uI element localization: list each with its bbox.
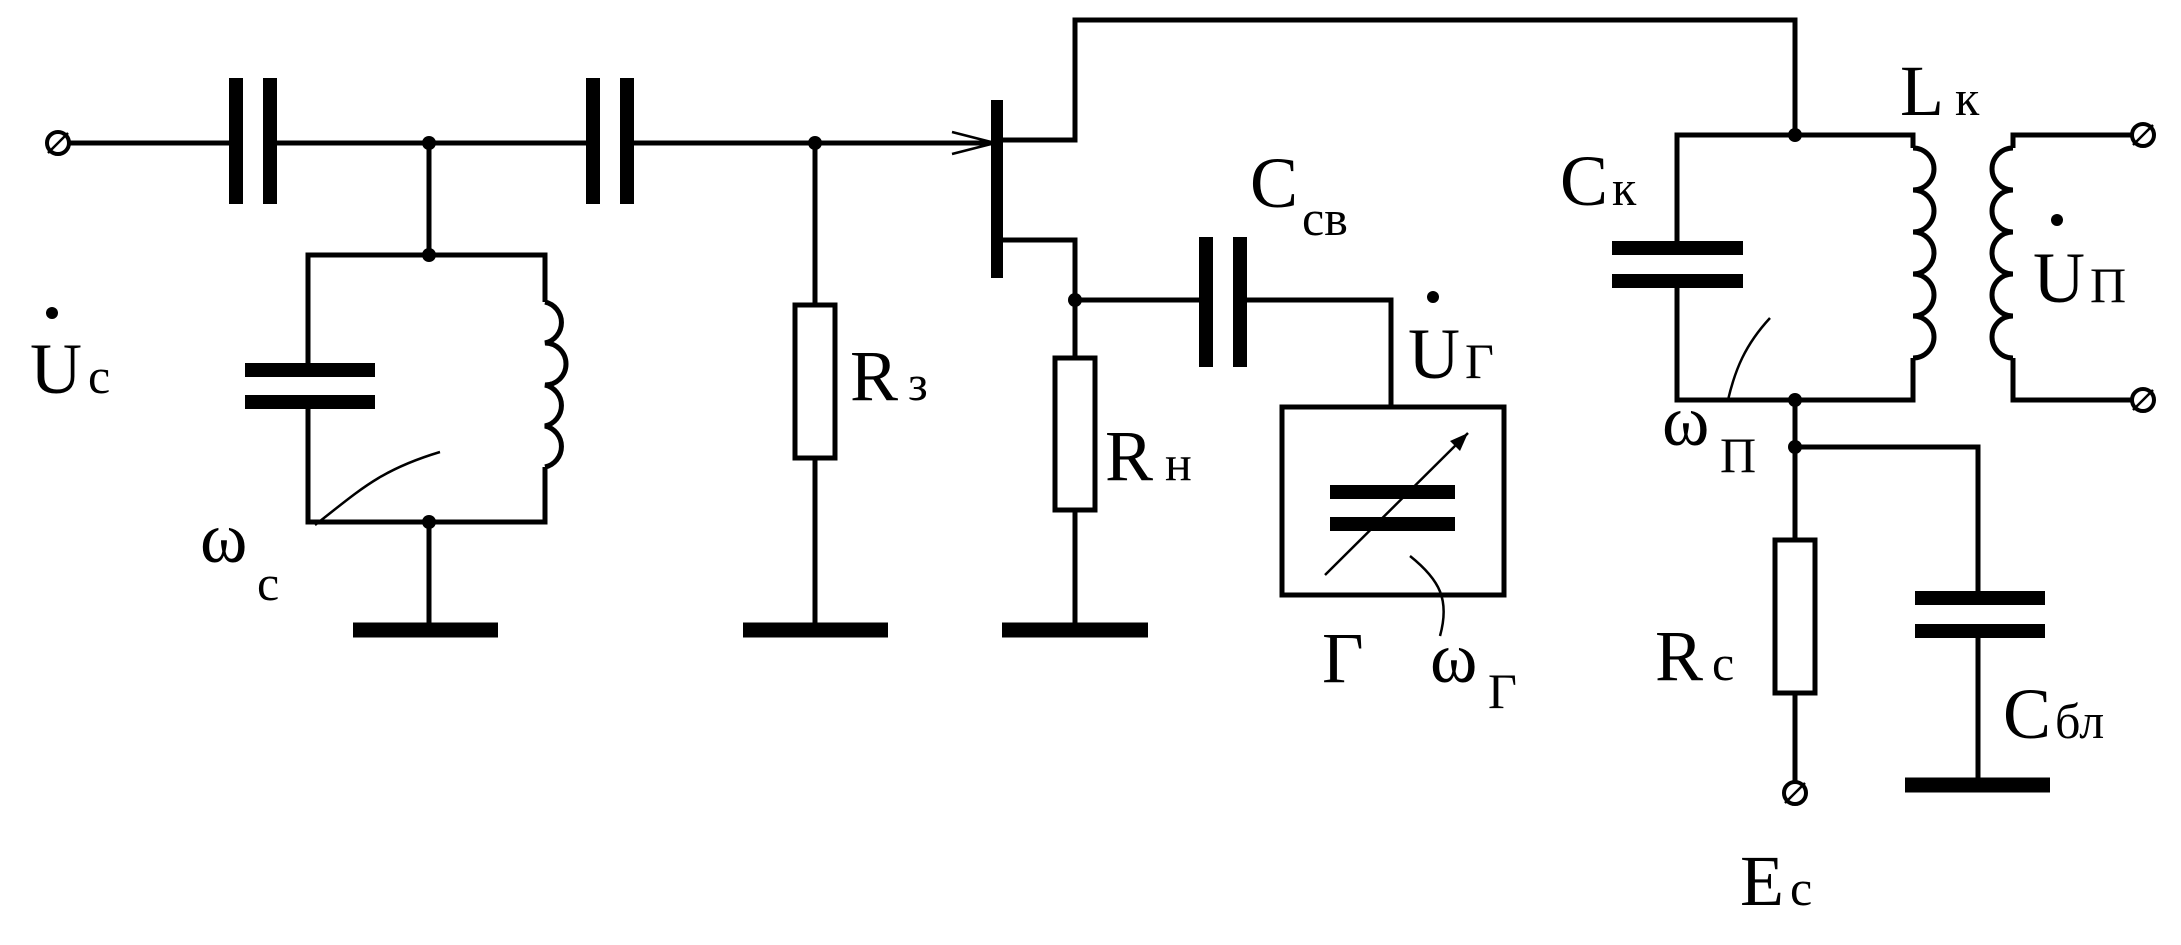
output-voltage-label: U П	[2033, 214, 2126, 318]
svg-text:C: C	[1250, 143, 1298, 223]
svg-text:ω: ω	[1430, 618, 1477, 698]
svg-text:Г: Г	[1465, 333, 1494, 389]
output-terminal	[2130, 122, 2156, 148]
coupling-capacitor	[1075, 237, 1394, 407]
svg-text:E: E	[1740, 841, 1784, 921]
svg-text:П: П	[2090, 257, 2126, 313]
if-frequency-label: ω П	[1662, 381, 1756, 483]
gate-resistor-label: R з	[850, 336, 928, 416]
drain-resistor-label: R c	[1655, 616, 1734, 696]
svg-text:к: к	[1955, 70, 1980, 126]
svg-text:св: св	[1302, 190, 1348, 246]
svg-text:ω: ω	[200, 498, 247, 578]
tank-inductor-label: L к	[1900, 51, 1980, 131]
svg-text:R: R	[1105, 416, 1153, 496]
input-voltage-label: U c	[30, 307, 110, 409]
signal-frequency-label: ω c	[200, 498, 279, 611]
input-capacitor-1	[229, 78, 277, 204]
svg-text:ω: ω	[1662, 381, 1709, 461]
svg-text:U: U	[2033, 238, 2085, 318]
svg-text:н: н	[1165, 435, 1192, 491]
local-oscillator	[1279, 404, 1507, 637]
supply-voltage-label: E c	[1740, 841, 1812, 921]
svg-text:c: c	[257, 555, 279, 611]
input-terminal	[45, 130, 71, 156]
svg-text:бл: бл	[2055, 693, 2104, 749]
svg-text:c: c	[1790, 860, 1812, 916]
drain-resistor	[1772, 400, 1818, 782]
block-capacitor-label: C бл	[2003, 674, 2104, 754]
svg-text:C: C	[1560, 141, 1608, 221]
load-resistor-label: R н	[1105, 416, 1192, 496]
field-effect-transistor	[991, 17, 1798, 300]
input-capacitor-2	[586, 78, 634, 204]
svg-text:к: к	[1612, 160, 1637, 216]
svg-text:Г: Г	[1488, 663, 1517, 719]
svg-text:R: R	[850, 336, 898, 416]
svg-text:c: c	[1712, 635, 1734, 691]
block-capacitor	[1795, 444, 2050, 793]
oscillator-label: Г	[1322, 618, 1364, 698]
tank-capacitor-label: C к	[1560, 141, 1637, 221]
load-resistor	[1002, 300, 1148, 638]
input-lc-tank	[245, 143, 569, 638]
svg-text:U: U	[30, 329, 82, 409]
supply-terminal	[1782, 780, 1808, 806]
gate-resistor	[743, 143, 888, 638]
svg-text:Г: Г	[1322, 618, 1364, 698]
svg-text:П: П	[1720, 427, 1756, 483]
output-terminal	[2130, 387, 2156, 413]
lo-voltage-label: U Г	[1408, 291, 1494, 394]
svg-text:R: R	[1655, 616, 1703, 696]
svg-text:C: C	[2003, 674, 2051, 754]
svg-text:L: L	[1900, 51, 1944, 131]
svg-text:c: c	[88, 348, 110, 404]
lo-frequency-label: ω Г	[1430, 618, 1517, 719]
svg-text:U: U	[1408, 314, 1460, 394]
svg-text:з: з	[908, 355, 928, 411]
coupling-capacitor-label: C св	[1250, 143, 1348, 246]
